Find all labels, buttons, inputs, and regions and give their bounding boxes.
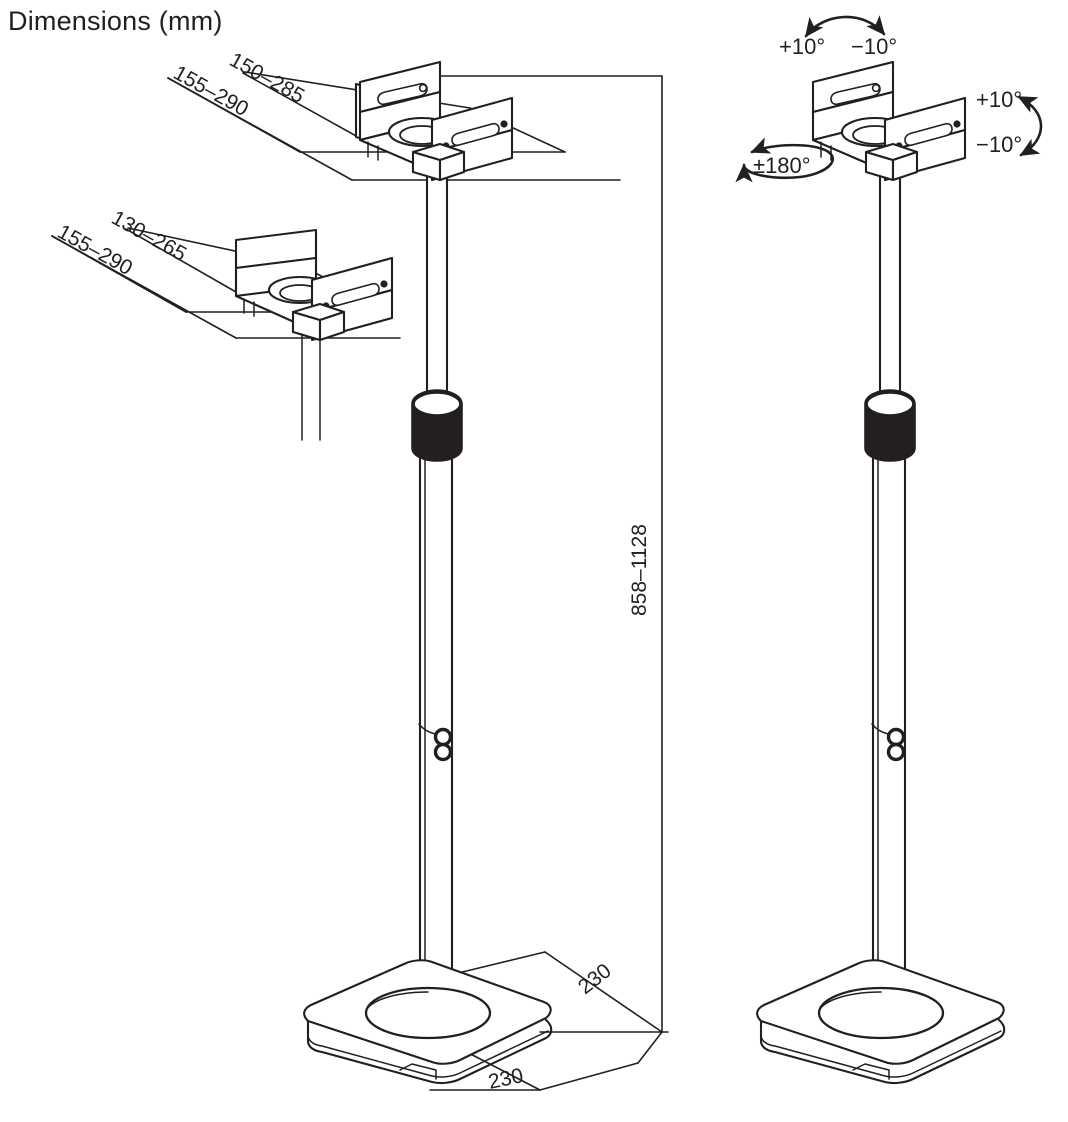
locking-collar-left xyxy=(411,389,463,462)
annotation-tilt-top xyxy=(804,15,886,38)
label-tilt-side-positive: +10° xyxy=(976,87,1022,112)
dimension-height xyxy=(431,75,669,1033)
telescopic-pole-right xyxy=(871,170,907,1002)
speaker-bracket-closed-left xyxy=(234,228,394,441)
annotation-swivel xyxy=(735,137,834,183)
speaker-bracket-open-left xyxy=(354,60,514,182)
locking-collar-right xyxy=(864,389,916,462)
label-tilt-side-negative: −10° xyxy=(976,132,1022,157)
dim-base-depth: 230 xyxy=(574,959,616,999)
dim-height: 858–1128 xyxy=(628,524,651,616)
annotation-tilt-side xyxy=(1017,95,1043,157)
telescopic-pole-left xyxy=(418,170,454,1002)
label-swivel: ±180° xyxy=(753,153,811,178)
base-plate-left xyxy=(303,959,553,1085)
cable-clip-right xyxy=(871,723,906,762)
page-title: Dimensions (mm) xyxy=(8,6,223,36)
label-tilt-top-negative: −10° xyxy=(851,34,897,59)
base-plate-right xyxy=(756,959,1006,1085)
label-tilt-top-positive: +10° xyxy=(779,34,825,59)
cable-clip-left xyxy=(418,723,453,762)
speaker-bracket-open-right xyxy=(811,60,967,182)
